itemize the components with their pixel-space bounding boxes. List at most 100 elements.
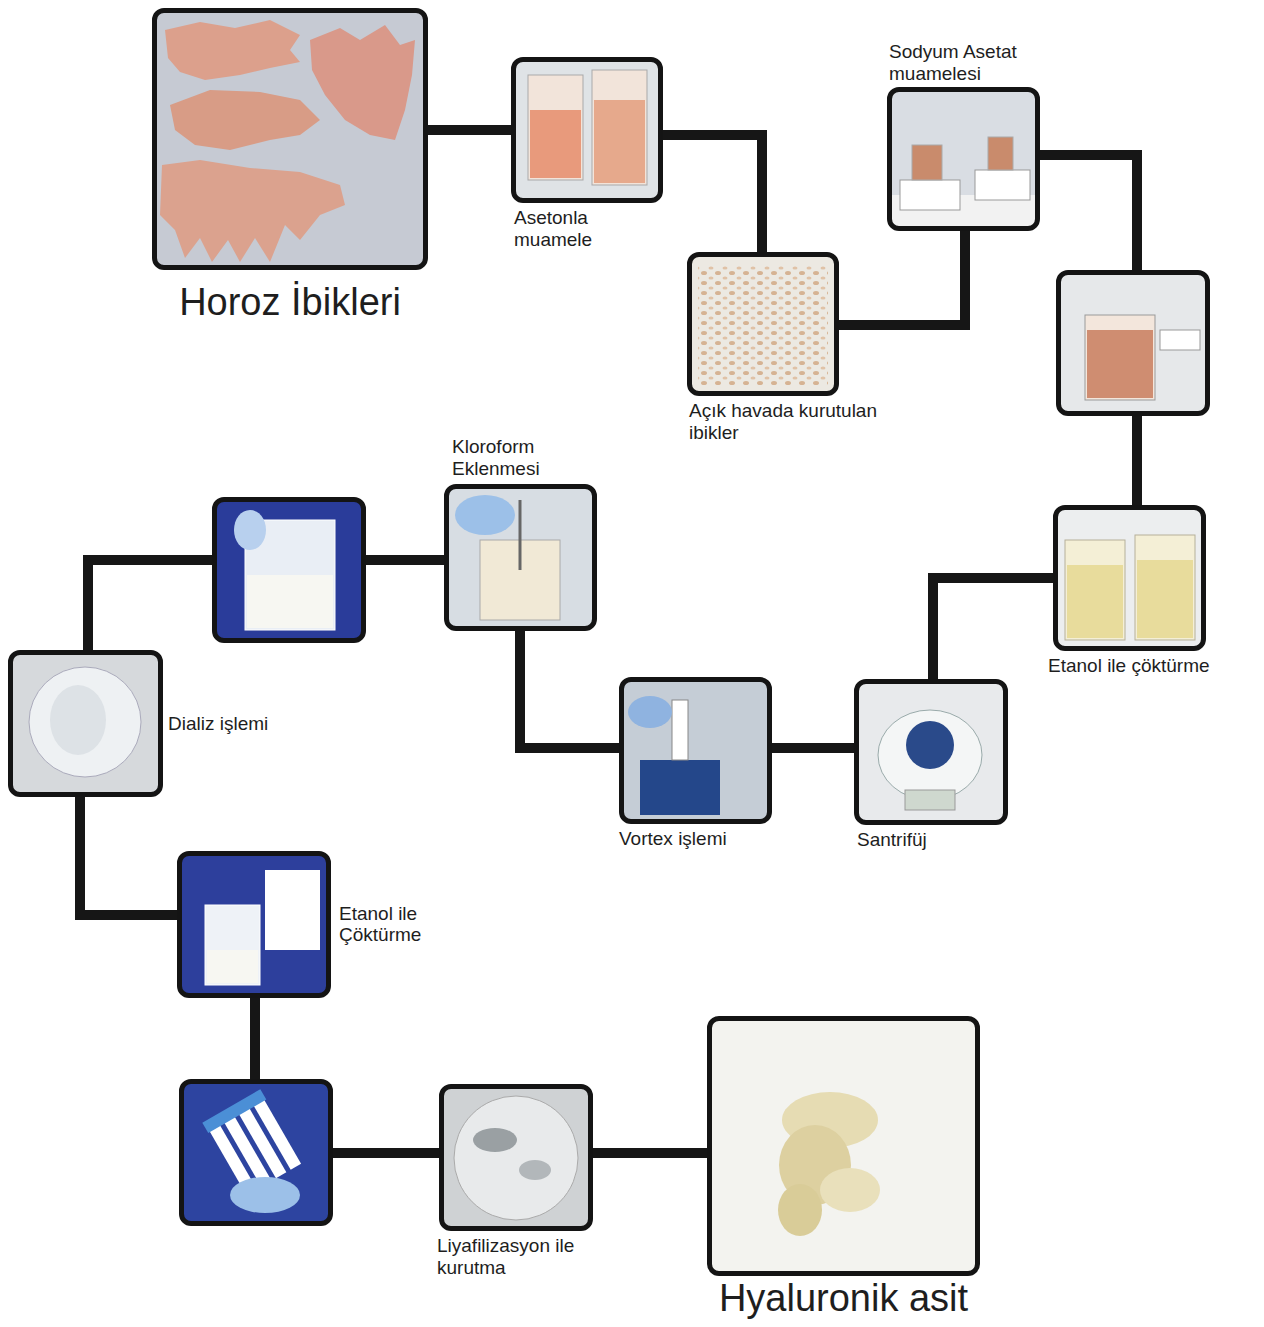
dried-sample [519,1160,551,1180]
photo-frame: Hyaluronik asit [707,1016,980,1276]
beaker [592,70,647,185]
beaker [988,137,1013,170]
flow-connector [1040,155,1137,270]
photo-frame: Liyafilizasyon ile kurutma [439,1084,593,1231]
photo-frame: Etanol ile Çöktürme [177,851,331,998]
step-label: Kloroform Eklenmesi [452,436,572,480]
beaker-content [530,110,581,178]
photo-ground [1061,275,1205,411]
photo-frame [1056,270,1210,416]
photo-frame [179,1079,333,1226]
photo-frame: Santrifüj [854,679,1008,825]
beaker [912,145,942,180]
step-label: Etanol ile Çöktürme [339,903,454,947]
dried-sample [473,1128,517,1152]
glove [230,1177,300,1213]
comb-piece [160,160,345,262]
flow-connector [520,631,619,748]
beaker-content [207,950,258,983]
photo-ground [712,1021,975,1271]
beaker [1135,535,1195,640]
flow-connector [88,560,212,650]
step-label: Hyaluronik asit [719,1278,968,1320]
photo-frame: Etanol ile çöktürme [1053,505,1206,651]
stirrer [900,180,960,210]
beaker-content [1137,560,1193,638]
photo-frame: Kloroform Eklenmesi [444,484,597,631]
photo-ground [892,92,1035,226]
step-label: Liyafilizasyon ile kurutma [437,1235,627,1279]
photo-ground [692,257,834,391]
tube [253,1099,301,1170]
beaker-content [1067,565,1123,638]
comb-piece [310,25,415,140]
flow-connector [663,135,762,252]
beaker [1085,315,1155,400]
stirrer [975,170,1030,200]
flow-connector [772,743,854,753]
photo-ground [449,489,592,626]
beaker-content [1087,330,1153,398]
flow-connector [250,998,260,1079]
pipette [519,500,522,570]
photo-frame: Dializ işlemi [8,650,163,797]
flow-connector [366,555,444,565]
device [1160,330,1200,350]
step-label: Santrifüj [857,829,927,851]
photo-ground [217,502,361,638]
step-label: Vortex işlemi [619,828,727,850]
petri-dish [454,1096,578,1220]
photo-frame: Horoz İbikleri [152,8,428,270]
dialysis-bag [29,667,141,777]
beaker [205,905,260,985]
hyaluronic-mass [778,1184,822,1236]
tube-caps [202,1089,266,1133]
photo-frame: Vortex işlemi [619,677,772,824]
photo-ground [516,62,658,198]
centrifuge-rotor [906,721,954,769]
step-label: Etanol ile çöktürme [1048,655,1210,677]
photo-frame: Sodyum Asetat muamelesi [887,87,1040,231]
photo-frame: Açık havada kurutulan ibikler [687,252,839,396]
photo-frame: Asetonla muamele [511,57,663,203]
comb-piece [170,90,320,150]
paper-note [265,870,320,950]
photo-ground [157,13,423,265]
dialysis-content [50,685,106,755]
beaker [528,75,583,180]
photo-ground [182,856,326,993]
photo-ground [1058,510,1201,646]
flow-connector [933,578,1053,679]
photo-ground [624,682,767,819]
step-label: Dializ işlemi [168,713,268,735]
hyaluronic-mass [820,1168,880,1212]
photo-ground [184,1084,328,1221]
beaker-content [594,100,645,183]
step-label: Sodyum Asetat muamelesi [889,41,1049,85]
photo-ground [13,655,158,792]
flow-connector [593,1148,707,1158]
photo-ground [444,1089,588,1226]
centrifuge-panel [905,790,955,810]
centrifuge [878,710,982,800]
glove [234,510,266,550]
flow-connector [333,1148,439,1158]
vortex-mixer [640,760,720,815]
step-label: Açık havada kurutulan ibikler [689,400,879,444]
comb-piece [165,20,300,80]
flow-connector [80,797,177,915]
dried-pieces [698,265,828,385]
flow-connector [839,231,965,325]
photo-ground [859,684,1003,820]
photo-frame [212,497,366,643]
beaker [1065,540,1125,640]
flow-connector [1132,416,1142,505]
step-label: Asetonla muamele [514,207,624,251]
glove [628,696,672,728]
beaker-content [247,575,333,628]
glove [455,495,515,535]
tube [672,700,688,760]
step-label: Horoz İbikleri [179,282,401,324]
flow-connector [428,125,511,135]
